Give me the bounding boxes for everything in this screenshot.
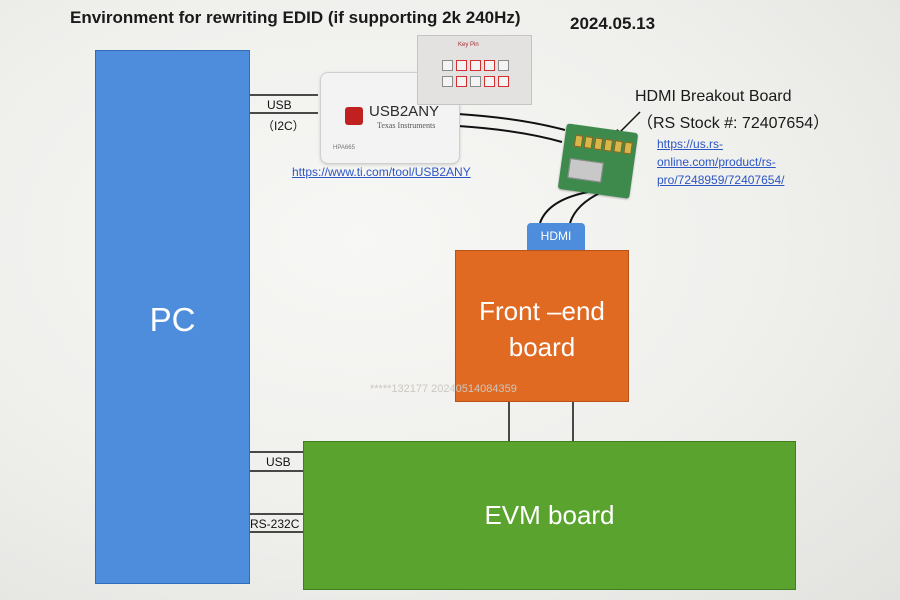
pinout-caption: Key Pin: [458, 42, 479, 48]
date-label: 2024.05.13: [570, 14, 656, 33]
rs232c-label: RS-232C: [250, 517, 300, 531]
ti-logo-icon: [345, 107, 363, 125]
pin-icon: [498, 76, 509, 87]
pin-icon: [484, 60, 495, 71]
pin-icon: [484, 76, 495, 87]
breakout-link-line1: https://us.rs-: [657, 137, 724, 151]
pin-icon: [498, 60, 509, 71]
usb2any-device: USB2ANY Texas Instruments HPA665: [320, 72, 460, 164]
i2c-wire-2: [457, 125, 563, 143]
usb2any-model: HPA665: [333, 145, 355, 151]
pin-icon: [442, 76, 453, 87]
pin-icon: [470, 60, 481, 71]
front-end-label-line2: board: [508, 332, 576, 362]
terminal-icon: [573, 134, 584, 148]
terminal-icon: [603, 138, 614, 152]
usb-label-top: USB: [267, 98, 292, 112]
hdmi-port-icon: [567, 158, 604, 183]
pin-icon: [456, 76, 467, 87]
terminal-icon: [623, 141, 633, 155]
terminal-icon: [583, 135, 594, 149]
pinout-photo: Key Pin: [417, 35, 532, 105]
usb2any-brand: USB2ANY: [369, 103, 440, 120]
pin-icon: [456, 60, 467, 71]
breakout-stock: （RS Stock #: 72407654）: [637, 115, 830, 132]
usb2any-link[interactable]: https://www.ti.com/tool/USB2ANY: [292, 165, 471, 179]
evm-board: EVM board: [303, 441, 796, 590]
hdmi-wire-1: [539, 191, 589, 224]
pc-label: PC: [149, 301, 196, 338]
pin-icon: [470, 76, 481, 87]
usb-label-bottom: USB: [266, 455, 291, 469]
usb2any-maker: Texas Instruments: [377, 121, 436, 130]
watermark: *****132177 20240514084359: [370, 383, 517, 395]
front-end-label-line1: Front –end: [479, 296, 605, 326]
pin-icon: [442, 60, 453, 71]
hdmi-wire-2: [569, 191, 603, 224]
pc-block: PC: [95, 50, 250, 584]
i2c-wire-1: [457, 113, 566, 131]
front-end-label: Front –end board: [456, 293, 628, 365]
evm-label: EVM board: [484, 500, 615, 530]
terminal-icon: [593, 137, 604, 151]
breakout-title: HDMI Breakout Board: [635, 88, 792, 105]
breakout-link-line2: online.com/product/rs-: [657, 155, 776, 169]
hdmi-breakout-board-photo: [557, 123, 639, 199]
breakout-link-line3: pro/7248959/72407654/: [657, 173, 785, 187]
front-end-board: Front –end board: [455, 250, 629, 402]
breakout-link[interactable]: https://us.rs- online.com/product/rs- pr…: [657, 135, 827, 189]
terminal-icon: [613, 140, 623, 154]
page-title: Environment for rewriting EDID (if suppo…: [70, 8, 521, 27]
i2c-label: （I2C）: [262, 119, 305, 133]
hdmi-connector: HDMI: [527, 223, 585, 250]
